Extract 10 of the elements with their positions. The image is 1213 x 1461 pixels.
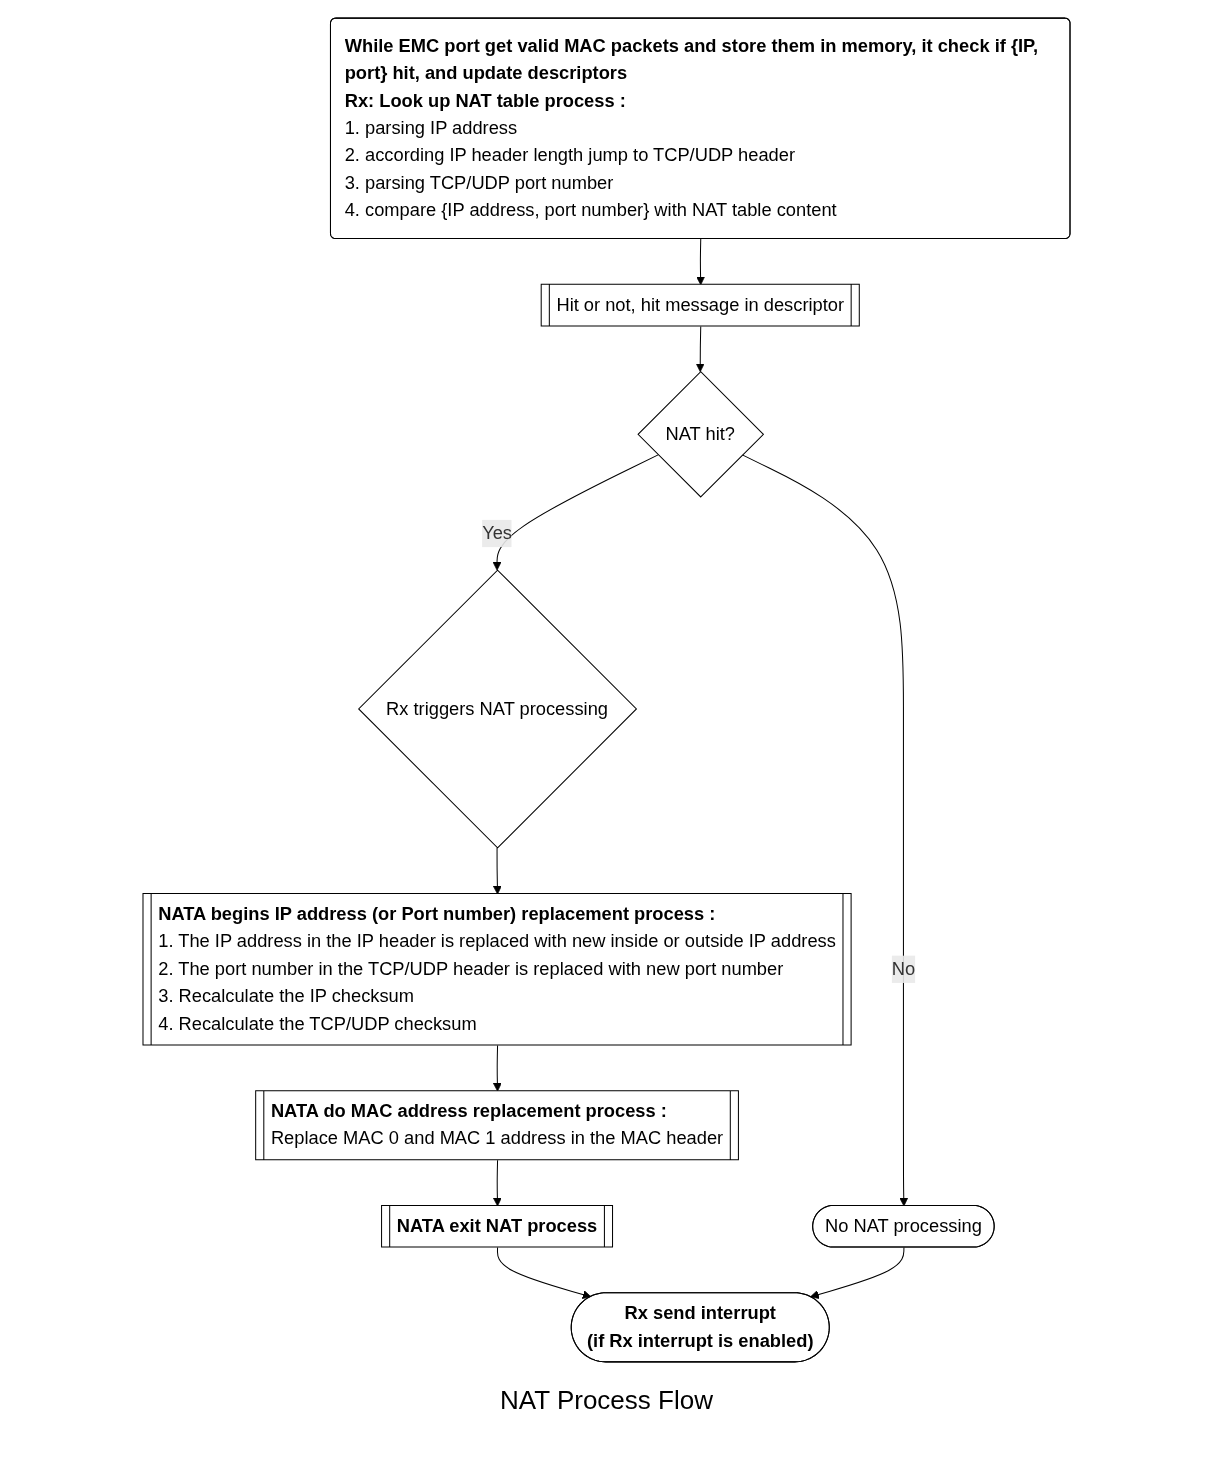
- arrow: [492, 454, 659, 571]
- edge-label: No: [891, 958, 916, 979]
- arrow: [810, 1247, 905, 1299]
- arrow: [695, 325, 705, 373]
- diagram-caption: NAT Process Flow: [500, 1385, 713, 1416]
- edge-label: Yes: [482, 522, 512, 544]
- node-diamond: NAT hit?: [637, 370, 765, 498]
- arrow: [741, 454, 909, 1207]
- node-diamond: Rx triggers NAT processing: [357, 569, 638, 849]
- arrow: [496, 1247, 592, 1299]
